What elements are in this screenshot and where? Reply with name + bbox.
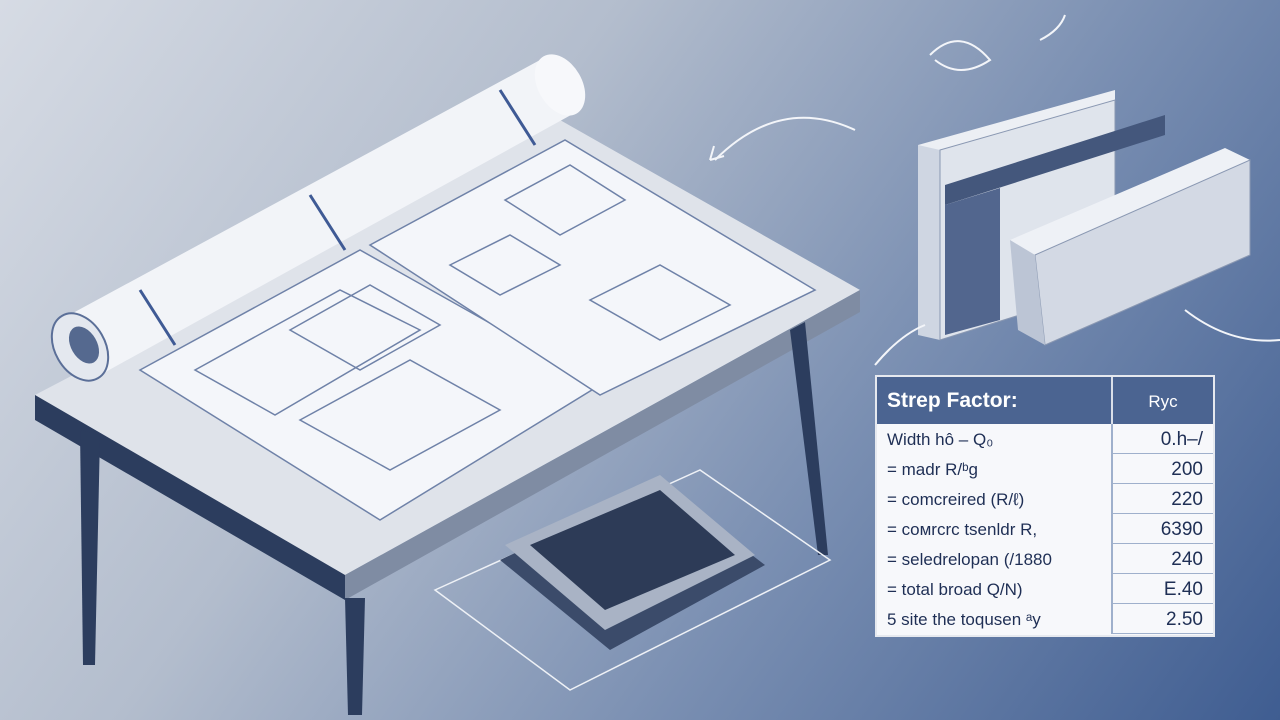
row-value: E.40 (1113, 574, 1213, 604)
annotation-arrows (709, 14, 1280, 366)
row-label: = total broad Q/N) (877, 574, 1113, 604)
row-label: = comcreired (R/ℓ) (877, 484, 1113, 514)
wall-section-model (918, 90, 1251, 346)
table-row: = comcreired (R/ℓ)220 (877, 484, 1213, 514)
row-value: 200 (1113, 454, 1213, 484)
row-label: 5 site the toqusen ᵃy (877, 604, 1113, 634)
row-value: 0.h–/ (1113, 424, 1213, 454)
row-label: = coмrcrc tsenldr R, (877, 514, 1113, 544)
header-label: Strep Factor: (877, 377, 1113, 424)
table-row: = coмrcrc tsenldr R,6390 (877, 514, 1213, 544)
header-value: Ryc (1148, 392, 1178, 411)
blueprint-sheets (138, 139, 817, 521)
row-label: = seledrelopan (/1880 (877, 544, 1113, 574)
row-value: 240 (1113, 544, 1213, 574)
table-row: = total broad Q/N)E.40 (877, 574, 1213, 604)
row-label: Width hô – Q₀ (877, 424, 1113, 454)
table-header: Strep Factor: Ryc (877, 377, 1213, 424)
row-value: 6390 (1113, 514, 1213, 544)
row-value: 2.50 (1113, 604, 1213, 634)
row-label: = madr R/ᵇg (877, 454, 1113, 484)
row-value: 220 (1113, 484, 1213, 514)
calculator (433, 469, 832, 691)
blueprint-roll (50, 54, 586, 382)
